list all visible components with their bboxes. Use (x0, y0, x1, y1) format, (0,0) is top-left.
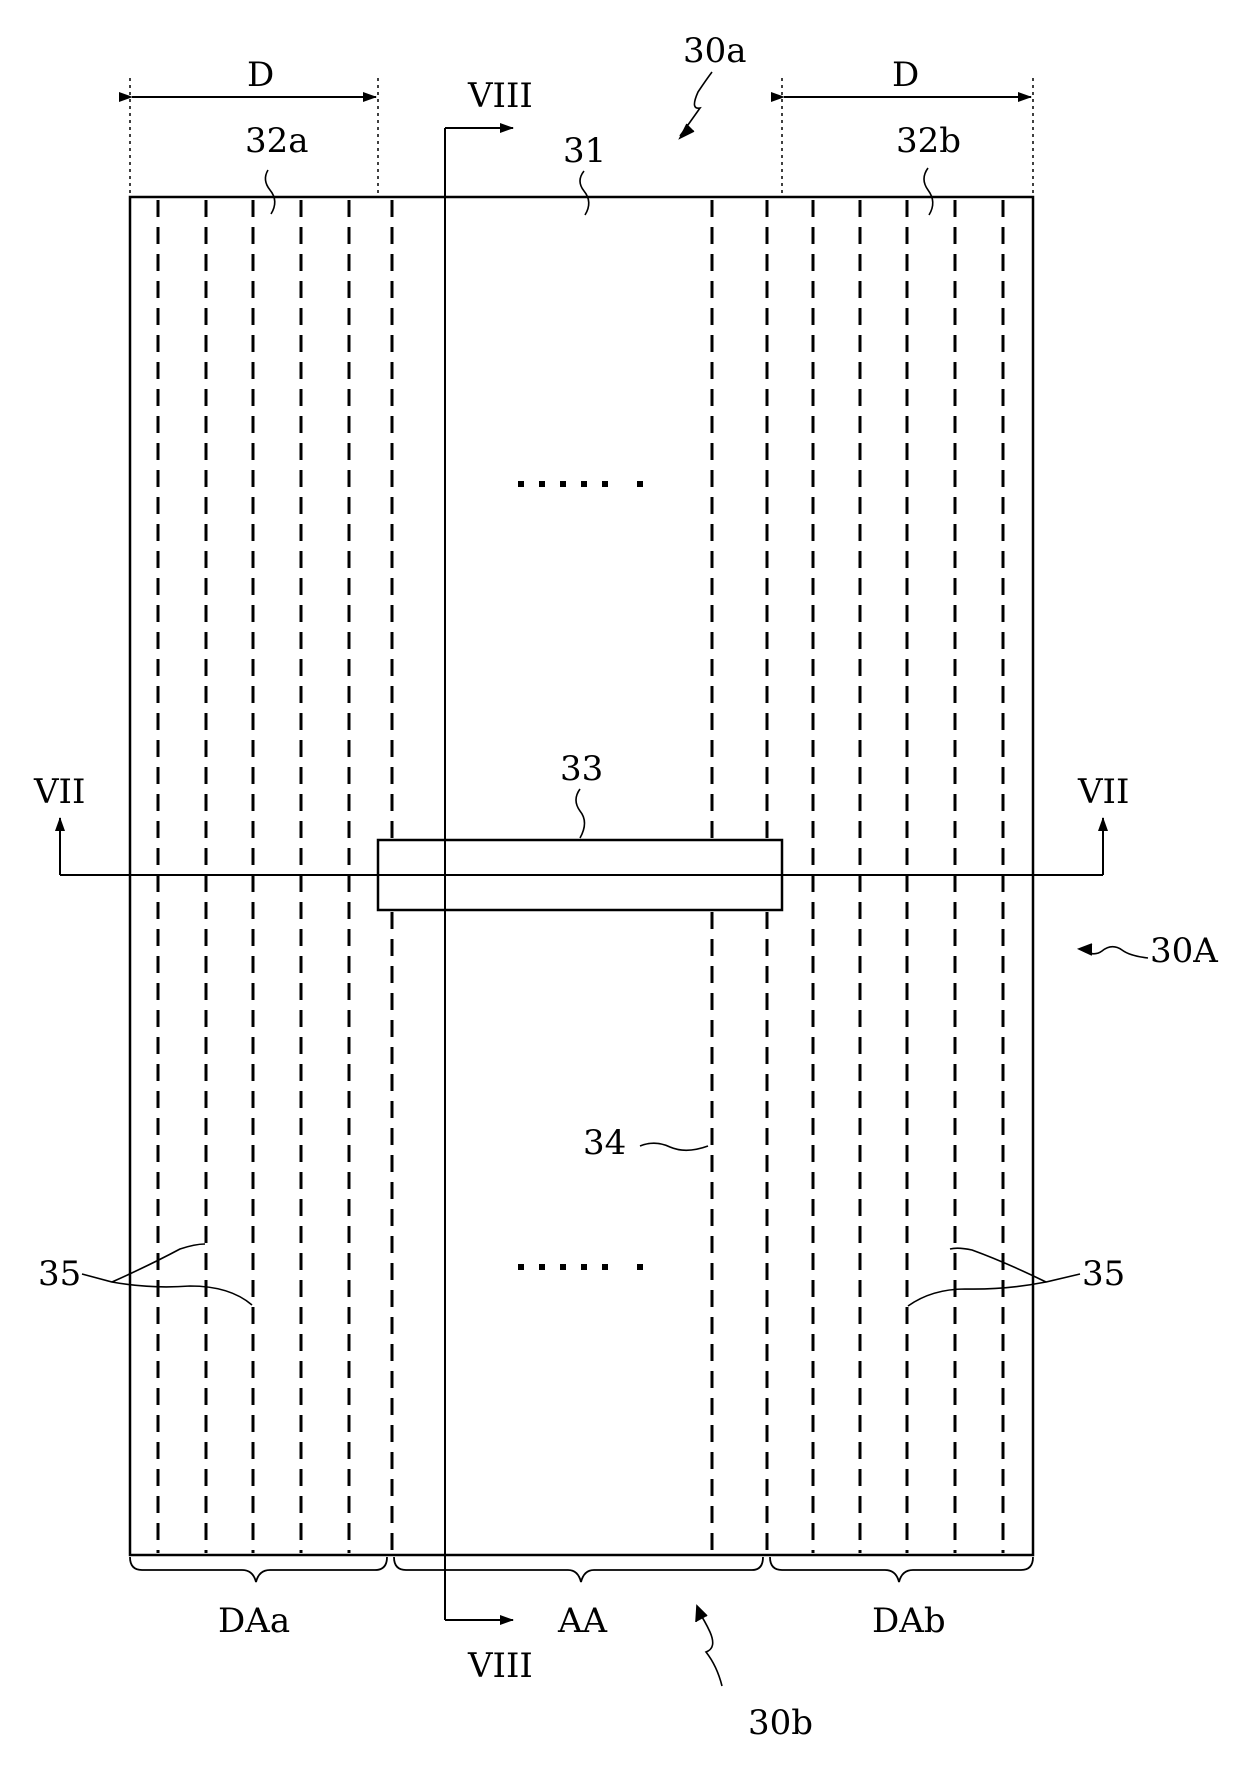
ellipsis-bottom (518, 1264, 643, 1270)
leader-32b (924, 168, 933, 215)
leader-30a (680, 72, 712, 136)
label-35-right: 35 (1082, 1254, 1125, 1294)
leader-33 (576, 789, 585, 838)
label-aa: AA (557, 1601, 608, 1641)
label-32b: 32b (896, 121, 961, 161)
label-d-right: D (892, 55, 919, 95)
leader-32a (265, 170, 274, 214)
label-31: 31 (563, 131, 606, 171)
label-30A: 30A (1150, 931, 1218, 971)
label-viii-bottom: VIII (467, 1646, 533, 1686)
label-30a: 30a (683, 31, 747, 71)
leader-30b-arrow (696, 1606, 707, 1622)
leader-34 (640, 1143, 708, 1150)
ellipsis-top (518, 481, 643, 487)
label-vii-right: VII (1077, 772, 1129, 812)
brace-dab (770, 1557, 1033, 1582)
label-d-left: D (247, 55, 274, 95)
leader-30b (697, 1609, 722, 1686)
leader-30A-arrow (1079, 944, 1092, 955)
label-dab: DAb (872, 1601, 946, 1641)
area-braces (130, 1557, 1033, 1582)
label-34: 34 (583, 1123, 626, 1163)
leader-31 (580, 171, 589, 215)
leader-35-right (908, 1248, 1080, 1306)
brace-daa (130, 1557, 387, 1582)
label-viii-top: VIII (467, 76, 533, 116)
label-vii-left: VII (33, 772, 85, 812)
label-33: 33 (560, 749, 603, 789)
label-35-left: 35 (38, 1254, 81, 1294)
leader-30a-arrow (680, 124, 694, 138)
label-30b: 30b (748, 1703, 813, 1743)
label-32a: 32a (245, 121, 309, 161)
brace-aa (394, 1557, 763, 1582)
leader-35-left (82, 1244, 252, 1305)
label-daa: DAa (218, 1601, 290, 1641)
